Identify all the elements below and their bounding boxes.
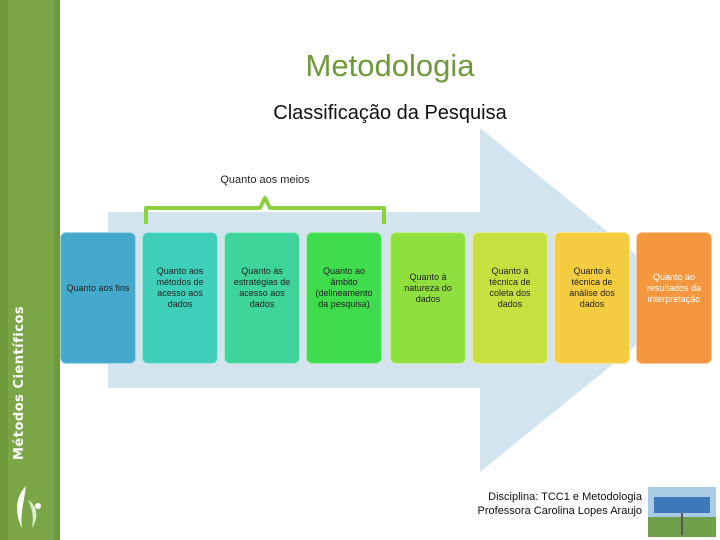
footer-course: Disciplina: TCC1 e Metodologia <box>488 491 642 503</box>
category-box: Quanto ao âmbito (delineamento da pesqui… <box>306 232 382 364</box>
category-label: Quanto aos métodos de acesso aos dados <box>156 266 204 309</box>
category-label: Quanto à técnica de análise dos dados <box>569 266 615 309</box>
sidebar-inner <box>8 0 54 540</box>
category-box: Quanto ao resultados da interpretação <box>636 232 712 364</box>
brace-label: Quanto aos meios <box>220 174 310 186</box>
category-label: Quanto às estratégias de acesso aos dado… <box>233 266 291 309</box>
corner-photo-icon <box>648 487 716 537</box>
brace <box>144 196 386 224</box>
category-box: Quanto aos fins <box>60 232 136 364</box>
category-label: Quanto aos fins <box>66 282 130 293</box>
category-box: Quanto às estratégias de acesso aos dado… <box>224 232 300 364</box>
category-box: Quanto à natureza do dados <box>390 232 466 364</box>
category-box: Quanto à técnica de análise dos dados <box>554 232 630 364</box>
footer: Disciplina: TCC1 e Metodologia Professor… <box>478 490 642 518</box>
category-box: Quanto à técnica de coleta dos dados <box>472 232 548 364</box>
page-title: Metodologia <box>305 48 475 83</box>
category-box: Quanto aos métodos de acesso aos dados <box>142 232 218 364</box>
category-label: Quanto ao âmbito (delineamento da pesqui… <box>315 266 373 309</box>
page-subtitle: Classificação da Pesquisa <box>273 102 507 124</box>
sidebar: Métodos Científicos <box>0 0 60 540</box>
category-label: Quanto à técnica de coleta dos dados <box>489 266 531 309</box>
leaf-logo-icon <box>17 486 41 528</box>
footer-professor: Professora Carolina Lopes Araujo <box>477 505 642 517</box>
category-label: Quanto ao resultados da interpretação <box>646 271 702 304</box>
category-label: Quanto à natureza do dados <box>404 271 452 304</box>
